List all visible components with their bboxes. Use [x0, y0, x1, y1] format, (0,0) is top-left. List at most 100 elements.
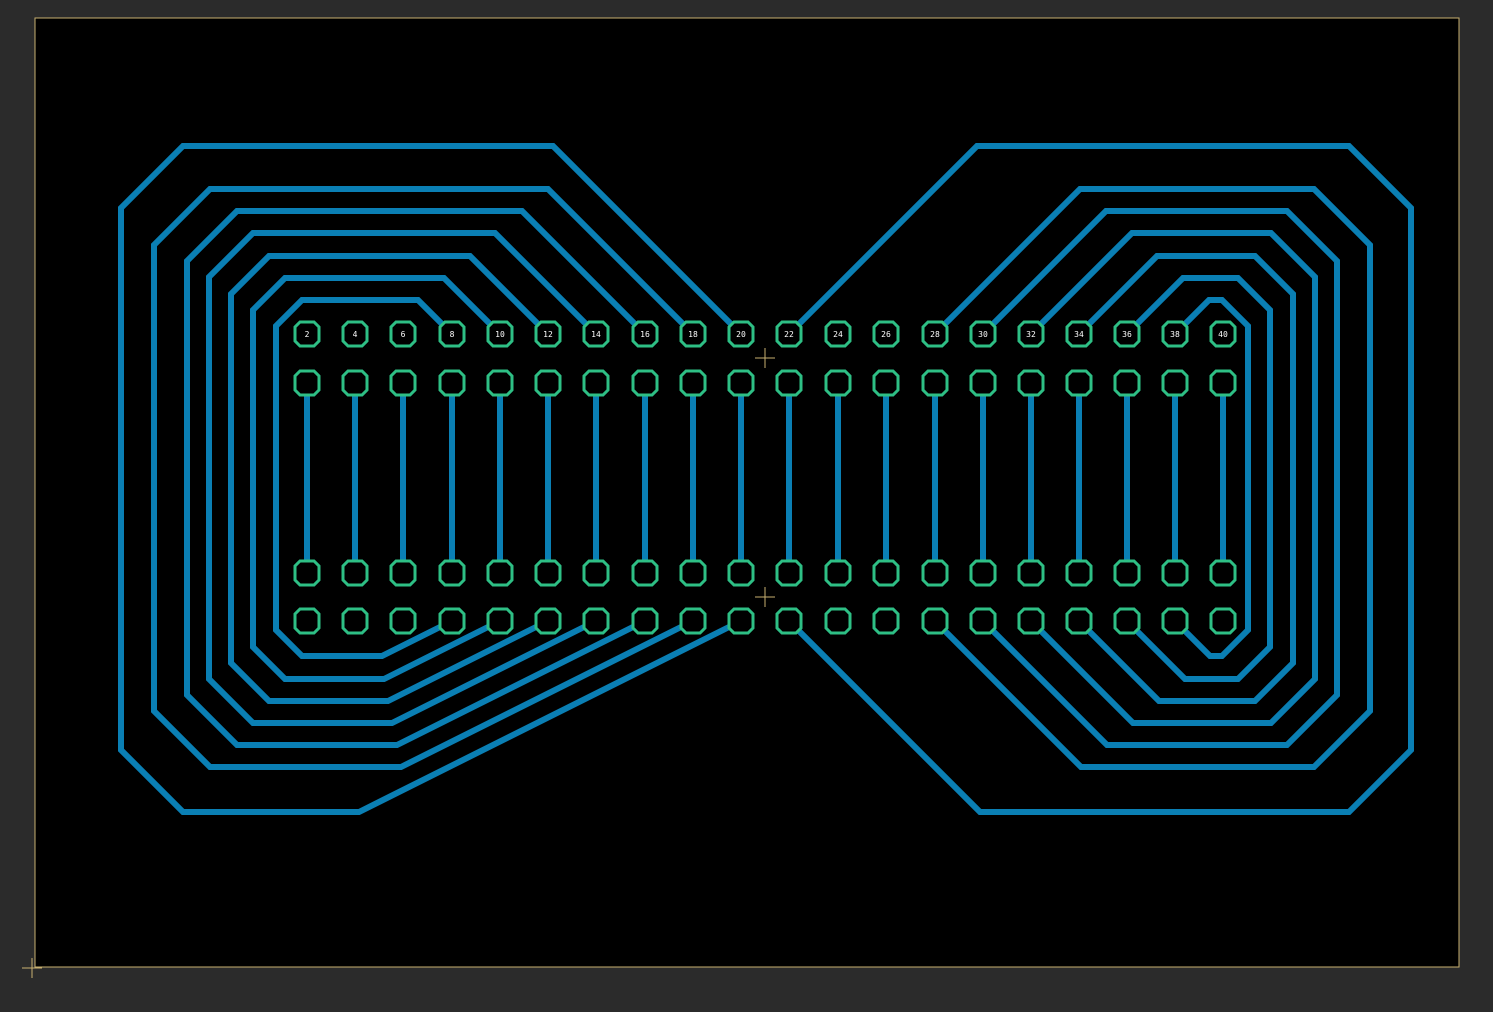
pad[interactable]: [1065, 607, 1093, 635]
crosshair-icon: [22, 958, 42, 978]
left-loop-trace[interactable]: [118, 143, 744, 815]
pad[interactable]: [775, 607, 803, 635]
right-loop-trace[interactable]: [980, 208, 1340, 748]
right-loop-trace[interactable]: [1124, 275, 1273, 682]
pad[interactable]: [486, 369, 514, 397]
right-loop-trace[interactable]: [1076, 253, 1296, 704]
pad[interactable]: [293, 607, 321, 635]
pad[interactable]: [534, 559, 562, 587]
right-loop-trace[interactable]: [932, 186, 1373, 770]
pad[interactable]: [1161, 369, 1189, 397]
pad[interactable]: [1209, 607, 1237, 635]
pad[interactable]: 28: [921, 320, 949, 348]
pad[interactable]: [582, 607, 610, 635]
pad[interactable]: [679, 607, 707, 635]
pad[interactable]: [921, 369, 949, 397]
pad[interactable]: [921, 559, 949, 587]
pad[interactable]: [921, 607, 949, 635]
pad[interactable]: [534, 607, 562, 635]
pad[interactable]: [824, 559, 852, 587]
left-loop-trace[interactable]: [228, 253, 551, 704]
pad[interactable]: [389, 559, 417, 587]
pad[interactable]: [727, 559, 755, 587]
right-loop-trace[interactable]: [1172, 297, 1251, 659]
pad[interactable]: [872, 369, 900, 397]
pad[interactable]: [824, 607, 852, 635]
pad[interactable]: [775, 559, 803, 587]
pad[interactable]: [438, 369, 466, 397]
pad[interactable]: [1017, 369, 1045, 397]
pad-ring: [824, 559, 852, 587]
pad[interactable]: 12: [534, 320, 562, 348]
pad[interactable]: [679, 559, 707, 587]
pad[interactable]: [341, 369, 369, 397]
pad-ring: [1065, 320, 1093, 348]
pad[interactable]: [872, 559, 900, 587]
left-loop-trace[interactable]: [151, 186, 696, 770]
pad[interactable]: [293, 559, 321, 587]
pad[interactable]: 34: [1065, 320, 1093, 348]
pad[interactable]: [969, 369, 997, 397]
pad[interactable]: [1113, 369, 1141, 397]
pad-ring: [1065, 559, 1093, 587]
pad[interactable]: [1113, 607, 1141, 635]
pad[interactable]: [727, 607, 755, 635]
pad-number-label: 20: [736, 330, 746, 339]
pad[interactable]: [582, 369, 610, 397]
pad[interactable]: [1017, 607, 1045, 635]
pad[interactable]: [438, 559, 466, 587]
pad[interactable]: 4: [341, 320, 369, 348]
pad[interactable]: 2: [293, 320, 321, 348]
pad[interactable]: [969, 607, 997, 635]
pad[interactable]: [1209, 369, 1237, 397]
pad[interactable]: [1065, 559, 1093, 587]
pad[interactable]: [341, 607, 369, 635]
left-loop-trace[interactable]: [184, 208, 648, 748]
left-loop-trace[interactable]: [206, 230, 599, 726]
pad[interactable]: 30: [969, 320, 997, 348]
pad[interactable]: [1017, 559, 1045, 587]
pad[interactable]: [1065, 369, 1093, 397]
pad[interactable]: [631, 607, 659, 635]
pad[interactable]: [486, 559, 514, 587]
pad[interactable]: [1161, 559, 1189, 587]
pad[interactable]: 18: [679, 320, 707, 348]
pad[interactable]: [389, 607, 417, 635]
left-loop-trace[interactable]: [273, 297, 455, 659]
pad[interactable]: [824, 369, 852, 397]
pad[interactable]: 8: [438, 320, 466, 348]
pad[interactable]: 20: [727, 320, 755, 348]
pad[interactable]: [1209, 559, 1237, 587]
pad[interactable]: [872, 607, 900, 635]
pad[interactable]: 26: [872, 320, 900, 348]
left-loop-trace[interactable]: [250, 275, 503, 682]
pad[interactable]: [1113, 559, 1141, 587]
pad[interactable]: 38: [1161, 320, 1189, 348]
right-loop-trace[interactable]: [1028, 230, 1318, 726]
pad[interactable]: 40: [1209, 320, 1237, 348]
pad[interactable]: [631, 369, 659, 397]
pad[interactable]: 24: [824, 320, 852, 348]
pad[interactable]: [438, 607, 466, 635]
pad[interactable]: [679, 369, 707, 397]
pad[interactable]: [969, 559, 997, 587]
pad[interactable]: 14: [582, 320, 610, 348]
pad[interactable]: [389, 369, 417, 397]
pad[interactable]: 16: [631, 320, 659, 348]
pad[interactable]: [775, 369, 803, 397]
pad[interactable]: 6: [389, 320, 417, 348]
pad[interactable]: [486, 607, 514, 635]
pad[interactable]: 22: [775, 320, 803, 348]
pad[interactable]: [1161, 607, 1189, 635]
pad[interactable]: 36: [1113, 320, 1141, 348]
right-loop-trace[interactable]: [786, 143, 1414, 815]
pad[interactable]: 32: [1017, 320, 1045, 348]
pad[interactable]: [631, 559, 659, 587]
pad[interactable]: 10: [486, 320, 514, 348]
pad[interactable]: [727, 369, 755, 397]
pad[interactable]: [534, 369, 562, 397]
pad[interactable]: [293, 369, 321, 397]
pad[interactable]: [582, 559, 610, 587]
pad[interactable]: [341, 559, 369, 587]
